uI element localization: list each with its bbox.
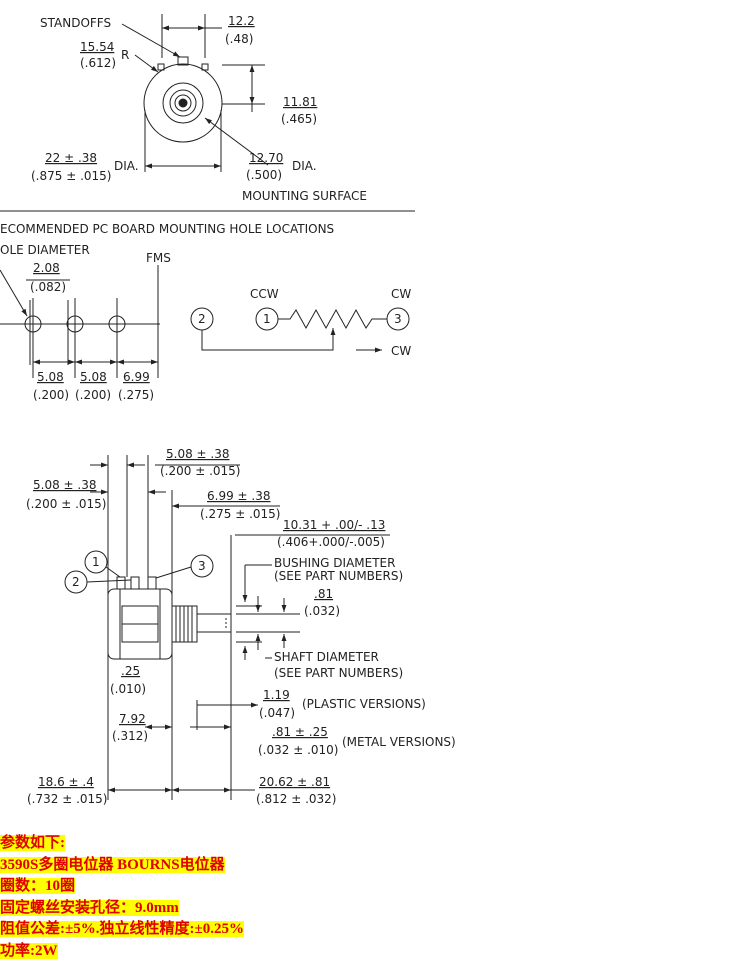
d6-in: (.010) xyxy=(110,682,146,696)
terminal-2 xyxy=(130,576,140,590)
top-view: STANDOFFS 15.54 (.612) R 12.2 (.48) 11.8… xyxy=(31,14,367,203)
spec-turns: 圈数：10圈 xyxy=(0,876,320,898)
radius-suffix: R xyxy=(121,48,129,62)
ccw-label: CCW xyxy=(250,287,279,301)
d5-mm: .81 xyxy=(314,587,333,601)
height-mm: 11.81 xyxy=(283,95,317,109)
body-dia-in: (.875 ± .015) xyxy=(31,169,111,183)
spacing-3-in: (.275) xyxy=(118,388,154,402)
d10-in: (.732 ± .015) xyxy=(27,792,107,806)
spacing-1-in: (.200) xyxy=(33,388,69,402)
d9-mm: .81 ± .25 xyxy=(272,725,328,739)
hole-mm: 2.08 xyxy=(33,261,60,275)
body-dia-mm: 22 ± .38 xyxy=(45,151,97,165)
spacing-3-mm: 6.99 xyxy=(123,370,150,384)
width-mm: 12.2 xyxy=(228,14,255,28)
standoff-top xyxy=(177,56,189,66)
terminal-3 xyxy=(147,576,157,590)
d3-mm: 6.99 ± .38 xyxy=(207,489,271,503)
d8-in: (.312) xyxy=(112,729,148,743)
bushing-label-2: (SEE PART NUMBERS) xyxy=(274,569,403,583)
bushing-dia-mm: 12.70 xyxy=(249,151,283,165)
shaft-ring-2 xyxy=(174,94,192,112)
d4-mm: 10.31 + .00/- .13 xyxy=(283,518,385,532)
fms-label: FMS xyxy=(146,251,171,265)
terminal-1 xyxy=(116,576,126,590)
width-in: (.48) xyxy=(225,32,253,46)
d2-mm: 5.08 ± .38 xyxy=(33,478,97,492)
body-outline xyxy=(143,63,223,143)
schematic-pin-2-label: 2 xyxy=(198,312,206,326)
pcb-title: ECOMMENDED PC BOARD MOUNTING HOLE LOCATI… xyxy=(0,222,334,236)
d11-in: (.812 ± .032) xyxy=(256,792,336,806)
mounting-surface-label: MOUNTING SURFACE xyxy=(242,189,367,203)
standoff-left xyxy=(157,63,165,71)
d11-mm: 20.62 ± .81 xyxy=(259,775,330,789)
body-dia-suffix: DIA. xyxy=(114,159,139,173)
side-pin-2-label: 2 xyxy=(72,575,80,589)
bushing-outline xyxy=(162,82,204,124)
cw-arrow-label: CW xyxy=(391,344,411,358)
shaft-center xyxy=(178,98,188,108)
spec-model-text: 3590S多圈电位器 BOURNS电位器 xyxy=(0,856,225,873)
spec-heading-text: 参数如下: xyxy=(0,835,65,851)
technical-drawing: STANDOFFS 15.54 (.612) R 12.2 (.48) 11.8… xyxy=(0,14,456,806)
spec-list: 参数如下: 3590S多圈电位器 BOURNS电位器 圈数：10圈 固定螺丝安装… xyxy=(0,833,320,963)
d9-note: (METAL VERSIONS) xyxy=(342,735,456,749)
d7-mm: 1.19 xyxy=(263,688,290,702)
hole-diameter-label: OLE DIAMETER xyxy=(0,243,90,257)
spec-power: 功率:2W xyxy=(0,941,320,963)
standoff-right xyxy=(201,63,209,71)
schematic: CCW CW 2 1 3 CW xyxy=(190,287,411,358)
shaft-label-2: (SEE PART NUMBERS) xyxy=(274,666,403,680)
side-view: 1 2 3 5.08 ± .38 (.200 ± .015) 5.08 ± .3… xyxy=(26,447,456,806)
spec-model: 3590S多圈电位器 BOURNS电位器 xyxy=(0,855,320,877)
d8-mm: 7.92 xyxy=(119,712,146,726)
d1-in: (.200 ± .015) xyxy=(160,464,240,478)
spec-power-text: 功率:2W xyxy=(0,942,58,959)
bushing-label-1: BUSHING DIAMETER xyxy=(274,556,395,570)
radius-mm: 15.54 xyxy=(80,40,114,54)
spec-heading: 参数如下: xyxy=(0,833,320,855)
height-in: (.465) xyxy=(281,112,317,126)
d7-note: (PLASTIC VERSIONS) xyxy=(302,697,426,711)
schematic-pin-1-label: 1 xyxy=(263,312,271,326)
bushing-dia-in: (.500) xyxy=(246,168,282,182)
spacing-2-in: (.200) xyxy=(75,388,111,402)
d5-in: (.032) xyxy=(304,604,340,618)
d7-in: (.047) xyxy=(259,706,295,720)
cw-top-label: CW xyxy=(391,287,411,301)
bushing-dia-suffix: DIA. xyxy=(292,159,317,173)
d2-in: (.200 ± .015) xyxy=(26,497,106,511)
spec-tolerance: 阻值公差:±5%.独立线性精度:±0.25% xyxy=(0,919,320,941)
pcb-hole-layout: ECOMMENDED PC BOARD MOUNTING HOLE LOCATI… xyxy=(0,222,334,402)
radius-in: (.612) xyxy=(80,56,116,70)
shaft-ring-1 xyxy=(169,89,197,117)
spec-mounting-hole: 固定螺丝安装孔径：9.0mm xyxy=(0,898,320,920)
d10-mm: 18.6 ± .4 xyxy=(38,775,94,789)
spec-turns-text: 圈数：10圈 xyxy=(0,878,76,895)
d6-mm: .25 xyxy=(121,664,140,678)
schematic-pin-3-label: 3 xyxy=(394,312,402,326)
spacing-1-mm: 5.08 xyxy=(37,370,64,384)
side-pin-3-circle xyxy=(190,554,214,578)
hole-in: (.082) xyxy=(30,280,66,294)
d4-in: (.406+.000/-.005) xyxy=(277,535,385,549)
side-pin-1-circle xyxy=(84,550,108,574)
spacing-2-mm: 5.08 xyxy=(80,370,107,384)
spec-tolerance-text: 阻值公差:±5%.独立线性精度:±0.25% xyxy=(0,921,244,938)
side-pin-1-label: 1 xyxy=(92,555,100,569)
d1-mm: 5.08 ± .38 xyxy=(166,447,230,461)
resistor-zigzag xyxy=(278,308,387,330)
side-pin-3-label: 3 xyxy=(198,559,206,573)
d9-in: (.032 ± .010) xyxy=(258,743,338,757)
shaft-label-1: SHAFT DIAMETER xyxy=(274,650,379,664)
wiper-wire xyxy=(201,330,334,351)
d3-in: (.275 ± .015) xyxy=(200,507,280,521)
spec-mounting-hole-text: 固定螺丝安装孔径：9.0mm xyxy=(0,899,179,916)
standoffs-label: STANDOFFS xyxy=(40,16,111,30)
